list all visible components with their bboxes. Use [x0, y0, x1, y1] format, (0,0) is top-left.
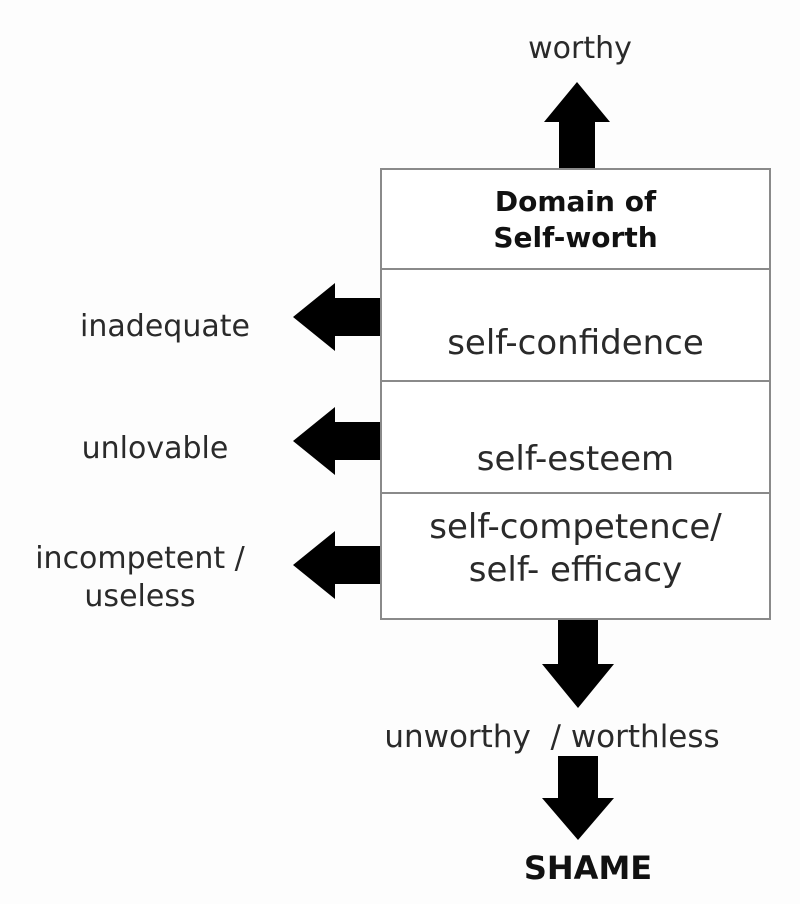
arrow-left-unlovable [293, 407, 380, 475]
arrow-down-shame [542, 756, 614, 840]
self-competence-text: self-competence/ self- efficacy [429, 507, 722, 590]
arrow-left-inadequate [293, 283, 380, 351]
self-esteem-text: self-esteem [476, 439, 675, 479]
self-worth-stack: Domain of Self-worth self-confidence sel… [380, 168, 771, 620]
shame-label: SHAME [523, 849, 653, 887]
self-confidence-text: self-confidence [447, 323, 704, 363]
self-confidence-box: self-confidence [382, 270, 769, 382]
self-competence-box: self-competence/ self- efficacy [382, 494, 769, 618]
side-label-unlovable: unlovable [81, 431, 229, 466]
arrow-down-unworthy [542, 620, 614, 708]
side-label-inadequate: inadequate [80, 309, 250, 344]
domain-of-self-worth-box: Domain of Self-worth [382, 170, 769, 270]
worthy-label: worthy [528, 31, 632, 66]
arrow-up-worthy [544, 82, 610, 170]
self-esteem-box: self-esteem [382, 382, 769, 494]
unworthy-label: unworthy / worthless [384, 719, 720, 755]
arrow-left-incompetent [293, 531, 380, 599]
side-label-incompetent: incompetent / useless [35, 541, 245, 614]
domain-title: Domain of Self-worth [493, 185, 658, 255]
